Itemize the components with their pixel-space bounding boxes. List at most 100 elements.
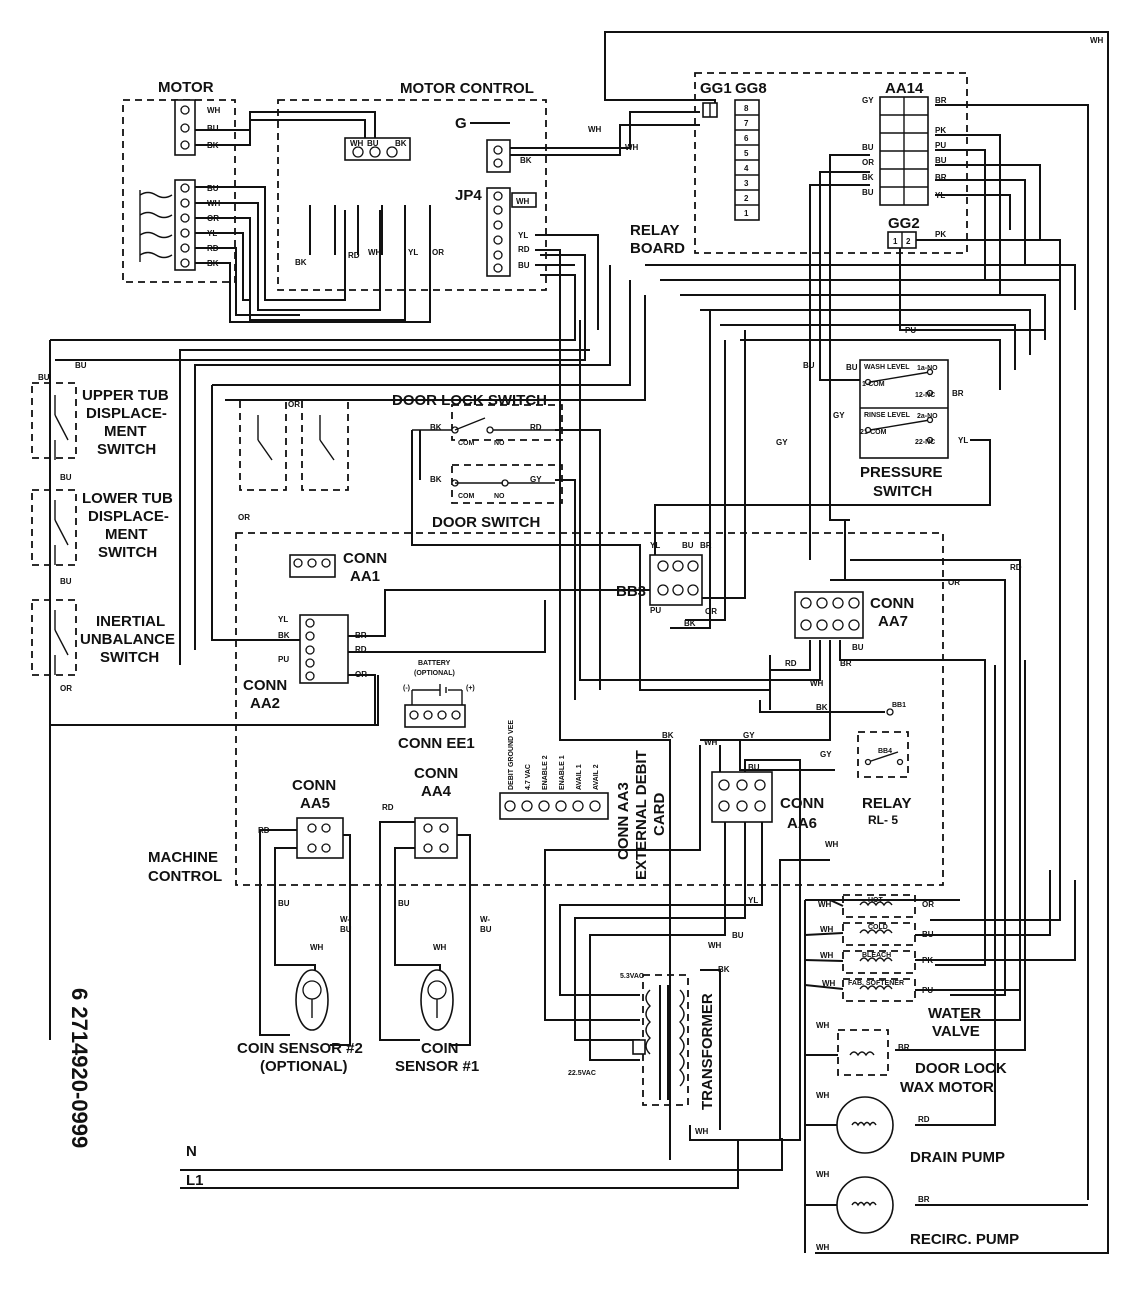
label-inertial-3: SWITCH (100, 649, 159, 666)
label-aa14: AA14 (885, 80, 924, 97)
label-door-switch: DOOR SWITCH (432, 514, 540, 531)
label-water-valve-1: WATER (928, 1005, 981, 1022)
wire-label: RD (530, 423, 542, 432)
coin-sensors (295, 969, 454, 1031)
label-gg2: GG2 (888, 215, 920, 232)
wire-label: WH (816, 1021, 830, 1030)
wire-label: WH (820, 951, 834, 960)
pressure-switch (859, 359, 949, 459)
wire-label: BR (898, 1043, 910, 1052)
wire-label: WH (433, 943, 447, 952)
label-ds-com: COM (458, 493, 475, 500)
tub-switches (54, 395, 335, 675)
wire-label: BU (340, 925, 352, 934)
wire-label: BR (935, 173, 947, 182)
wire-label: BU (803, 361, 815, 370)
door-switches (412, 417, 555, 487)
label-hot: HOT (868, 897, 884, 904)
wire-label: BK (662, 731, 674, 740)
label-conn-aa4-2: AA4 (421, 783, 452, 800)
wire-label: OR (922, 900, 934, 909)
wire-label: YL (958, 436, 968, 445)
wire-label: BR (700, 541, 712, 550)
wire-label: WH (588, 125, 602, 134)
wire-label: YL (207, 229, 217, 238)
wire-label: BR (918, 1195, 930, 1204)
label-battery-1: BATTERY (418, 660, 451, 667)
wire-label: WH (207, 199, 221, 208)
wire-label: RD (258, 826, 270, 835)
wire-label: WH (1090, 36, 1104, 45)
wire-label: OR (355, 670, 367, 679)
aa3-pin-3: ENABLE 2 (542, 755, 549, 790)
wire-label: BK (684, 619, 696, 628)
label-conn-aa3-1: CONN AA3 (615, 782, 632, 860)
label-battery-2: (OPTIONAL) (414, 670, 455, 677)
label-softener: FAB. SOFTENER (848, 980, 904, 987)
part-number: 6 2714920-0999 (67, 988, 92, 1148)
wire-label: OR (238, 513, 250, 522)
wire-label: BK (862, 173, 874, 182)
wire-label: OR (288, 400, 300, 409)
svg-text:2: 2 (906, 237, 911, 246)
svg-text:1: 1 (744, 209, 749, 218)
label-wash-level: WASH LEVEL (864, 364, 910, 371)
label-door-lock-wax-2: WAX MOTOR (900, 1079, 994, 1096)
dashed-enclosures (31, 72, 968, 1106)
wire-label: BU (75, 361, 87, 370)
relay-slot-numbers: 8 7 6 5 4 3 2 1 1 2 (744, 104, 911, 246)
wire-label: BK (207, 259, 219, 268)
label-relay-board-2: BOARD (630, 240, 685, 257)
label-conn-aa4-1: CONN (414, 765, 458, 782)
motor-terminals (139, 99, 196, 271)
aa3-pin-6: AVAIL 2 (593, 764, 600, 790)
wire-label: YL (748, 896, 758, 905)
wire-label: PK (922, 956, 933, 965)
label-conn-aa3-2: EXTERNAL DEBIT (633, 750, 650, 880)
label-conn-aa1-2: AA1 (350, 568, 380, 585)
label-coin1-2: SENSOR #1 (395, 1058, 479, 1075)
wire-label: W- (340, 915, 350, 924)
wire-label: PK (935, 126, 946, 135)
wire-label: BK (395, 139, 407, 148)
wire-label: WH (708, 941, 722, 950)
label-machine-control-2: CONTROL (148, 868, 222, 885)
label-gg1: GG1 (700, 80, 732, 97)
label-ps-2no: 2a-NO (917, 413, 938, 420)
label-bb4: BB4 (878, 748, 892, 755)
label-conn-aa5-1: CONN (292, 777, 336, 794)
connectors (289, 554, 904, 859)
wire-color-labels: WH BU BK BU WH OR YL RD BK WH BU BK BK R… (38, 36, 1104, 1252)
svg-text:6: 6 (744, 134, 749, 143)
wire-label: BR (952, 389, 964, 398)
label-door-lock-wax-1: DOOR LOCK (915, 1060, 1007, 1077)
wire-label: GY (820, 750, 832, 759)
wire-label: BK (295, 258, 307, 267)
label-bb3: BB3 (616, 583, 646, 600)
label-door-lock-switch: DOOR LOCK SWITCH (392, 392, 547, 409)
wire-label: OR (432, 248, 444, 257)
wire-label: RD (348, 251, 360, 260)
label-g: G (455, 115, 467, 132)
label-drain-pump: DRAIN PUMP (910, 1149, 1005, 1166)
label-conn-aa2-2: AA2 (250, 695, 280, 712)
transformer (632, 985, 685, 1100)
wire-label: PK (935, 230, 946, 239)
label-conn-ee1: CONN EE1 (398, 735, 475, 752)
label-motor: MOTOR (158, 79, 214, 96)
label-conn-aa3-3: CARD (651, 793, 668, 836)
wire-label: WH (816, 1243, 830, 1252)
wire-label: BU (922, 930, 934, 939)
svg-text:5: 5 (744, 149, 749, 158)
wire-label: BU (748, 763, 760, 772)
wire-label: RD (355, 645, 367, 654)
label-battery-neg: (-) (403, 685, 410, 692)
wire-label: PU (935, 141, 946, 150)
label-recirc-pump: RECIRC. PUMP (910, 1231, 1019, 1248)
wire-label: OR (207, 214, 219, 223)
wire-label: BU (207, 184, 219, 193)
wire-label: GY (833, 411, 845, 420)
bus-wires (49, 31, 1109, 1254)
label-ps-1com: 1-COM (862, 381, 885, 388)
label-conn-aa2-1: CONN (243, 677, 287, 694)
